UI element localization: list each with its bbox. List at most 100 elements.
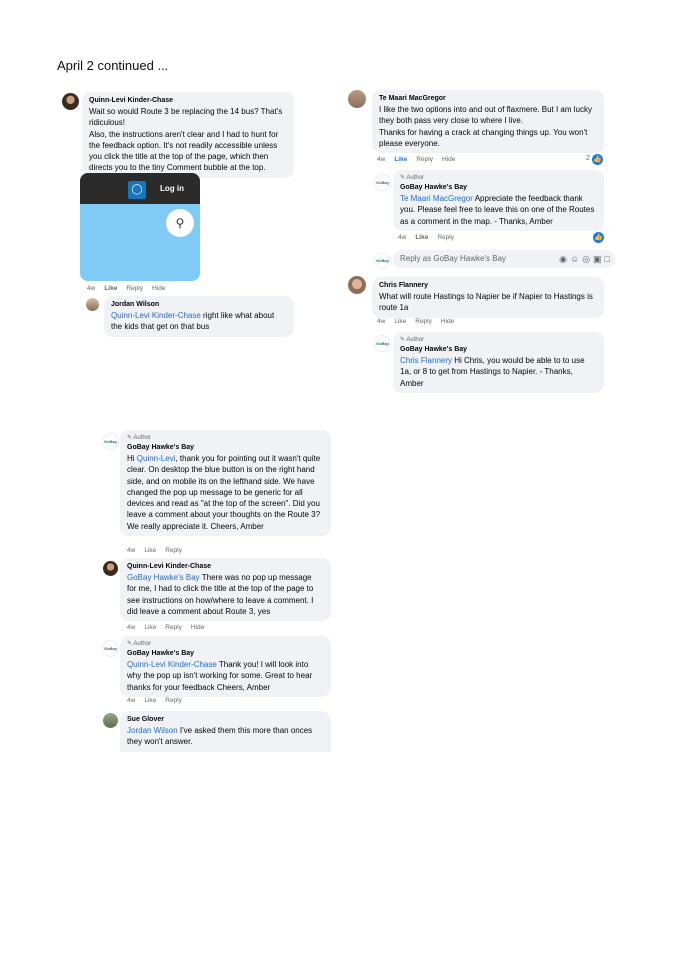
pencil-icon: ✎: [400, 337, 406, 343]
hide-button[interactable]: Hide: [151, 285, 166, 292]
comment-actions: 4w Like Reply Hide: [127, 624, 204, 631]
comment-author[interactable]: GoBay Hawke's Bay: [400, 346, 468, 353]
author-badge: ✎ Author: [127, 641, 152, 647]
comment-text: I've asked them this more than onces the…: [127, 726, 313, 747]
reply-button[interactable]: Reply: [437, 234, 454, 241]
comment-actions: 4w Like Reply Hide: [377, 156, 455, 163]
like-button[interactable]: Like: [144, 624, 157, 631]
timestamp: 4w: [127, 547, 136, 554]
comment-actions: 4w Like Reply: [127, 697, 182, 704]
comment-author[interactable]: GoBay Hawke's Bay: [127, 650, 195, 657]
comment-author[interactable]: Quinn-Levi Kinder-Chase: [89, 97, 174, 104]
thumbs-up-icon: 👍: [592, 154, 603, 165]
mention-link[interactable]: Quinn-Levi: [136, 454, 176, 463]
comment-author[interactable]: GoBay Hawke's Bay: [400, 184, 468, 191]
comment-actions: 4w Like Reply: [398, 234, 454, 241]
comment-text: I like the two options into and out of f…: [379, 105, 592, 148]
timestamp: 4w: [87, 285, 96, 292]
comment-text: Thank you! I will look into why the pop …: [127, 660, 313, 692]
comment-bubble: Sue Glover Jordan Wilson I've asked them…: [120, 711, 331, 752]
sticker-icon[interactable]: □: [604, 254, 613, 264]
comment-text: , thank you for pointing out it wasn't q…: [127, 454, 321, 531]
page-title: April 2 continued ...: [57, 58, 169, 73]
comment-bubble: Quinn-Levi Kinder-Chase Wait so would Ro…: [82, 92, 294, 178]
mention-link[interactable]: Chris Flannery: [400, 356, 453, 365]
emoji-icon[interactable]: ☺: [569, 254, 583, 264]
avatar[interactable]: [103, 713, 118, 728]
comment-bubble: Quinn-Levi Kinder-Chase GoBay Hawke's Ba…: [120, 558, 331, 622]
reply-placeholder: Reply as GoBay Hawke's Bay: [400, 254, 507, 263]
author-badge: ✎ Author: [400, 175, 425, 181]
comment-author[interactable]: Quinn-Levi Kinder-Chase: [127, 563, 212, 570]
comment-text: right like what about the kids that get …: [111, 311, 275, 332]
avatar[interactable]: [348, 276, 366, 294]
gobay-logo: GoBay: [374, 335, 391, 352]
avatar[interactable]: [103, 561, 118, 576]
thumbs-up-icon: 👍: [593, 232, 604, 243]
attached-screenshot[interactable]: ◯Log in ⚲: [80, 173, 200, 281]
comment-text: Hi Chris, you would be able to to use 1a…: [400, 356, 585, 388]
gif-icon[interactable]: ▣: [593, 254, 605, 264]
like-count[interactable]: 2: [586, 155, 590, 162]
like-button[interactable]: Like: [144, 697, 157, 704]
comment-bubble: ✎ Author GoBay Hawke's Bay Te Maari MacG…: [393, 170, 604, 231]
comment-text: There was no pop up message for me, I ha…: [127, 573, 314, 616]
mention-link[interactable]: GoBay Hawke's Bay: [127, 573, 200, 582]
comment-text: Hi: [127, 454, 137, 463]
avatar[interactable]: [62, 93, 79, 110]
like-button[interactable]: Like: [144, 547, 157, 554]
hide-button[interactable]: Hide: [440, 318, 455, 325]
avatar-sticker-icon[interactable]: ◉: [559, 254, 570, 264]
like-button[interactable]: Like: [394, 156, 408, 163]
timestamp: 4w: [377, 156, 386, 163]
comment-actions: 4w Like Reply Hide: [87, 285, 165, 292]
hide-button[interactable]: Hide: [190, 624, 205, 631]
comment-actions: 4w Like Reply Hide: [377, 318, 454, 325]
reply-button[interactable]: Reply: [415, 318, 432, 325]
comment-text: Appreciate the feedback thank you. Pleas…: [400, 194, 595, 226]
pencil-icon: ✎: [127, 641, 133, 647]
camera-icon[interactable]: ◎: [582, 254, 594, 264]
comment-author[interactable]: Sue Glover: [127, 716, 164, 723]
reply-button[interactable]: Reply: [165, 697, 182, 704]
timestamp: 4w: [127, 697, 136, 704]
gobay-logo: GoBay: [102, 640, 119, 657]
comment-author[interactable]: Te Maari MacGregor: [379, 95, 446, 102]
mention-link[interactable]: Quinn-Levi Kinder-Chase: [127, 660, 217, 669]
avatar[interactable]: [348, 90, 366, 108]
comment-bubble: ✎ Author GoBay Hawke's Bay Quinn-Levi Ki…: [120, 636, 331, 697]
comment-author[interactable]: Chris Flannery: [379, 282, 429, 289]
timestamp: 4w: [398, 234, 407, 241]
comment-bubble: Te Maari MacGregor I like the two option…: [372, 90, 604, 154]
reply-button[interactable]: Reply: [165, 547, 182, 554]
reply-button[interactable]: Reply: [126, 285, 143, 292]
pencil-icon: ✎: [400, 175, 406, 181]
comment-author[interactable]: Jordan Wilson: [111, 301, 160, 308]
hide-button[interactable]: Hide: [441, 156, 456, 163]
mention-link[interactable]: Te Maari MacGregor: [400, 194, 473, 203]
timestamp: 4w: [377, 318, 386, 325]
gobay-logo: GoBay: [374, 174, 391, 191]
pencil-icon: ✎: [127, 435, 133, 441]
author-badge: ✎ Author: [400, 337, 425, 343]
comment-actions: 4w Like Reply: [127, 547, 182, 554]
gobay-logo: GoBay: [374, 252, 391, 269]
comment-author[interactable]: GoBay Hawke's Bay: [127, 444, 195, 451]
search-icon: ⚲: [166, 209, 194, 237]
login-label: Log in: [160, 184, 184, 193]
mention-link[interactable]: Quinn-Levi Kinder-Chase: [111, 311, 201, 320]
comment-bubble: Jordan Wilson Quinn-Levi Kinder-Chase ri…: [104, 296, 294, 337]
like-button[interactable]: Like: [415, 234, 429, 241]
comment-text: Wait so would Route 3 be replacing the 1…: [89, 107, 283, 173]
reply-button[interactable]: Reply: [165, 624, 182, 631]
comment-bubble: ✎ Author GoBay Hawke's Bay Chris Flanner…: [393, 332, 604, 393]
comment-bubble: ✎ Author GoBay Hawke's Bay Hi Quinn-Levi…: [120, 430, 331, 537]
reply-button[interactable]: Reply: [416, 156, 433, 163]
mention-link[interactable]: Jordan Wilson: [127, 726, 178, 735]
avatar[interactable]: [86, 298, 99, 311]
timestamp: 4w: [127, 624, 136, 631]
like-button[interactable]: Like: [104, 285, 118, 292]
like-button[interactable]: Like: [394, 318, 407, 325]
author-badge: ✎ Author: [127, 435, 152, 441]
reply-input[interactable]: Reply as GoBay Hawke's Bay ◉☺◎▣□: [393, 250, 615, 268]
